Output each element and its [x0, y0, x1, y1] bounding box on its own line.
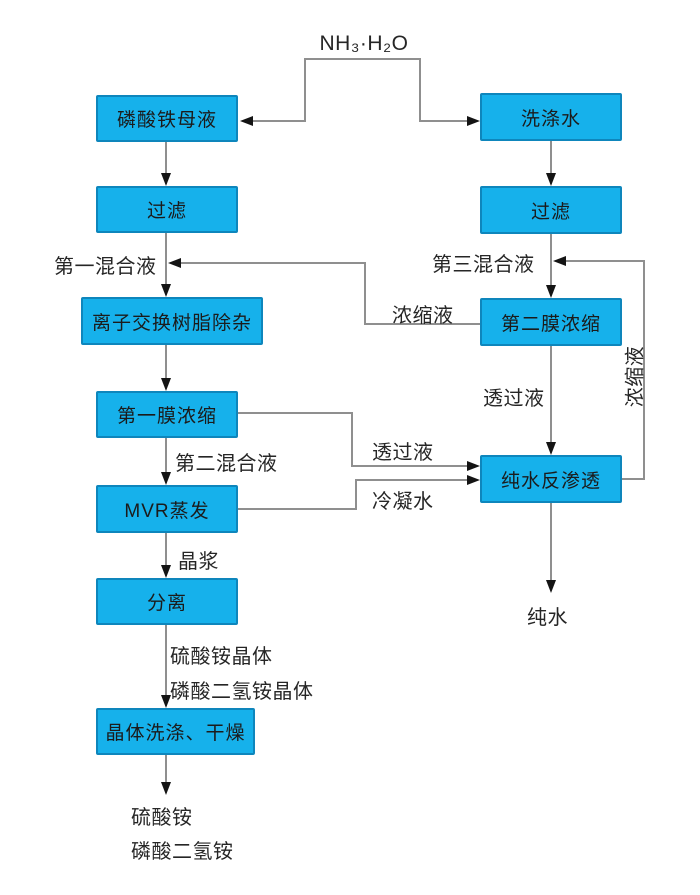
connector-filter-to-second-membrane: [550, 234, 552, 286]
connector-second-membrane-to-ro: [550, 346, 552, 443]
connector-crystal-washing-to-products: [165, 755, 167, 783]
label-crystal-slurry: 晶浆: [178, 551, 219, 573]
connector-concentrate-left-rise: [364, 262, 366, 324]
node-separation: 分离: [96, 578, 238, 625]
connector-concentrate-to-first-junction: [181, 262, 366, 264]
label-ammonia-water: NH₃·H₂O: [319, 32, 409, 55]
arrowhead-into-filter-left-icon: [161, 173, 171, 186]
label-monoammonium-phosphate-crystal: 磷酸二氢铵晶体: [170, 681, 314, 703]
connector-ammonia-to-mother-liquor: [252, 120, 306, 122]
connector-concentrate-to-third-junction: [566, 260, 645, 262]
connector-permeate-first-run: [238, 412, 352, 414]
connector-condensate-run: [238, 508, 357, 510]
arrowhead-into-crystal-washing-icon: [161, 695, 171, 708]
arrowhead-into-first-mixture-icon: [168, 258, 181, 268]
label-pure-water: 纯水: [527, 607, 568, 629]
node-second-membrane-concentration: 第二膜浓缩: [480, 298, 622, 346]
connector-permeate-first-into-ro: [351, 465, 467, 467]
label-permeate-from-second: 透过液: [483, 388, 545, 410]
connector-ammonia-top: [304, 58, 421, 60]
label-condensate: 冷凝水: [372, 491, 434, 513]
connector-ion-exchange-to-first-membrane: [165, 345, 167, 379]
connector-separation-to-crystal-washing: [165, 625, 167, 696]
arrowhead-into-ion-exchange-icon: [161, 284, 171, 297]
node-ferric-phosphate-mother-liquor: 磷酸铁母液: [96, 95, 238, 142]
connector-ro-to-pure-water: [550, 503, 552, 581]
label-third-mixture: 第三混合液: [432, 254, 535, 276]
connector-first-membrane-to-mvr: [165, 438, 167, 473]
connector-ammonia-right-drop: [419, 58, 421, 121]
arrowhead-into-mother-liquor-icon: [240, 116, 253, 126]
connector-ammonia-to-washing-water: [419, 120, 468, 122]
connector-mvr-to-separation: [165, 533, 167, 566]
connector-permeate-first-drop: [351, 412, 353, 467]
arrowhead-to-products-icon: [161, 782, 171, 795]
connector-condensate-into-ro: [355, 479, 467, 481]
label-second-mixture: 第二混合液: [175, 453, 278, 475]
arrowhead-permeate-into-ro-icon: [467, 461, 480, 471]
arrowhead-into-separation-icon: [161, 565, 171, 578]
label-concentrate-to-first: 浓缩液: [392, 305, 454, 327]
connector-ro-concentrate-rise: [643, 261, 645, 480]
label-concentrate-to-third: 浓缩液: [624, 345, 647, 408]
connector-washing-water-to-filter: [550, 141, 552, 174]
arrowhead-into-filter-right-icon: [546, 173, 556, 186]
connector-condensate-rise: [355, 479, 357, 510]
connector-filter-to-ion-exchange: [165, 233, 167, 285]
node-mvr-evaporation: MVR蒸发: [96, 485, 238, 533]
label-monoammonium-phosphate: 磷酸二氢铵: [131, 841, 234, 863]
node-filter-left: 过滤: [96, 186, 238, 233]
arrowhead-into-first-membrane-icon: [161, 378, 171, 391]
arrowhead-into-washing-water-icon: [467, 116, 480, 126]
node-ion-exchange-deimpurity: 离子交换树脂除杂: [81, 297, 263, 345]
connector-ro-concentrate-out: [622, 478, 645, 480]
node-first-membrane-concentration: 第一膜浓缩: [96, 391, 238, 438]
arrowhead-to-pure-water-icon: [546, 580, 556, 593]
node-pure-water-reverse-osmosis: 纯水反渗透: [480, 455, 622, 503]
arrowhead-into-third-mixture-icon: [553, 256, 566, 266]
connector-mother-liquor-to-filter: [165, 142, 167, 174]
node-filter-right: 过滤: [480, 186, 622, 234]
arrowhead-into-mvr-icon: [161, 472, 171, 485]
arrowhead-into-second-membrane-icon: [546, 285, 556, 298]
node-washing-water: 洗涤水: [480, 93, 622, 141]
arrowhead-condensate-into-ro-icon: [467, 475, 480, 485]
label-first-mixture: 第一混合液: [54, 256, 157, 278]
arrowhead-into-ro-icon: [546, 442, 556, 455]
connector-concentrate-left-run: [364, 323, 480, 325]
label-permeate-from-first: 透过液: [372, 442, 434, 464]
label-ammonium-sulfate-crystal: 硫酸铵晶体: [170, 646, 273, 668]
connector-ammonia-left-drop: [304, 58, 306, 121]
node-crystal-washing-drying: 晶体洗涤、干燥: [96, 708, 255, 755]
label-ammonium-sulfate: 硫酸铵: [131, 807, 193, 829]
